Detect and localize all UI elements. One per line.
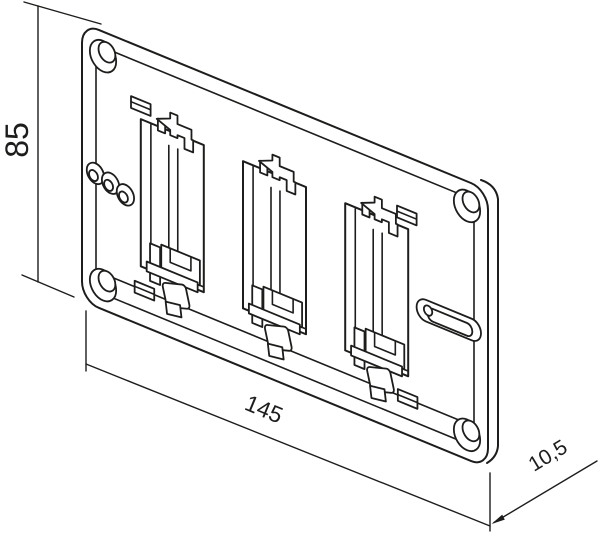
width-dimension-line xyxy=(85,363,491,527)
depth-dimension-line xyxy=(493,460,598,524)
compensation-scallops xyxy=(87,160,134,209)
corner-screw-hole-bottom-right xyxy=(454,414,480,456)
dimension-depth: 10,5 xyxy=(491,436,598,524)
dimension-height: 85 xyxy=(0,1,102,298)
height-extension-line-top xyxy=(23,1,102,25)
plate-back-edge xyxy=(480,179,499,464)
bottom-claw-3 xyxy=(351,323,404,412)
slot-hole-bottom-left xyxy=(135,281,155,301)
slot-hole-top-left xyxy=(131,96,151,116)
depth-dimension-label: 10,5 xyxy=(525,436,572,477)
width-dimension-label: 145 xyxy=(241,390,286,429)
bottom-claw-2 xyxy=(249,281,302,370)
corner-screw-hole-top-left xyxy=(90,35,116,77)
support-frame-plate xyxy=(82,23,488,468)
slot-hole-bottom-right xyxy=(398,389,418,409)
depth-arrowhead xyxy=(491,514,505,524)
slot-hole-top-right xyxy=(397,206,417,226)
height-dimension-label: 85 xyxy=(0,122,35,158)
top-clip-2 xyxy=(259,149,295,194)
release-lever xyxy=(417,296,481,344)
bottom-claw-1 xyxy=(147,239,200,328)
plate-outline xyxy=(82,23,488,468)
top-clip-3 xyxy=(361,191,397,236)
corner-screw-hole-bottom-left xyxy=(90,264,116,306)
height-extension-line-bottom xyxy=(21,274,75,298)
corner-screw-hole-top-right xyxy=(454,185,480,227)
top-clip-1 xyxy=(157,107,193,152)
